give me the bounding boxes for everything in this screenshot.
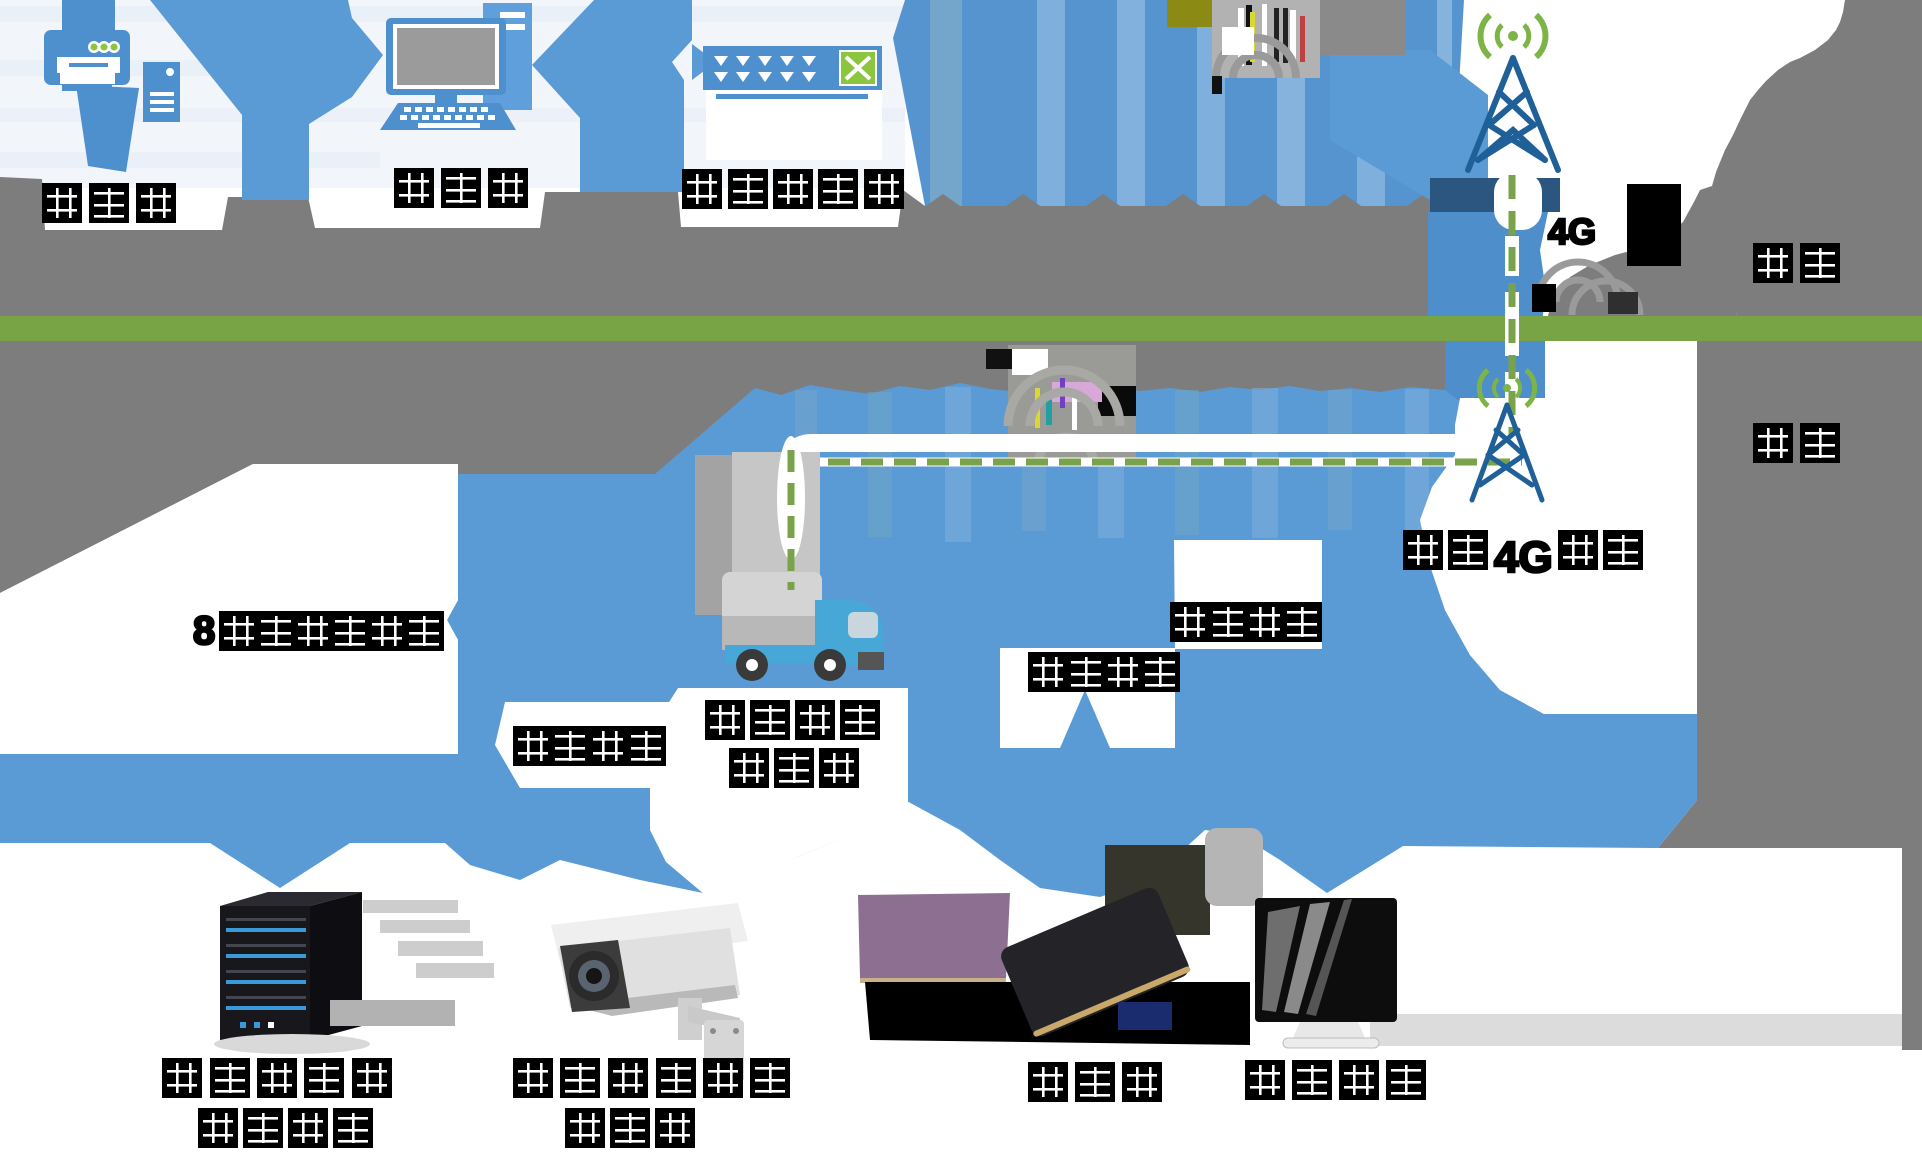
svg-text:8: 8 <box>193 609 215 653</box>
svg-text:4G: 4G <box>1494 533 1553 582</box>
svg-text:4G: 4G <box>1548 211 1596 252</box>
